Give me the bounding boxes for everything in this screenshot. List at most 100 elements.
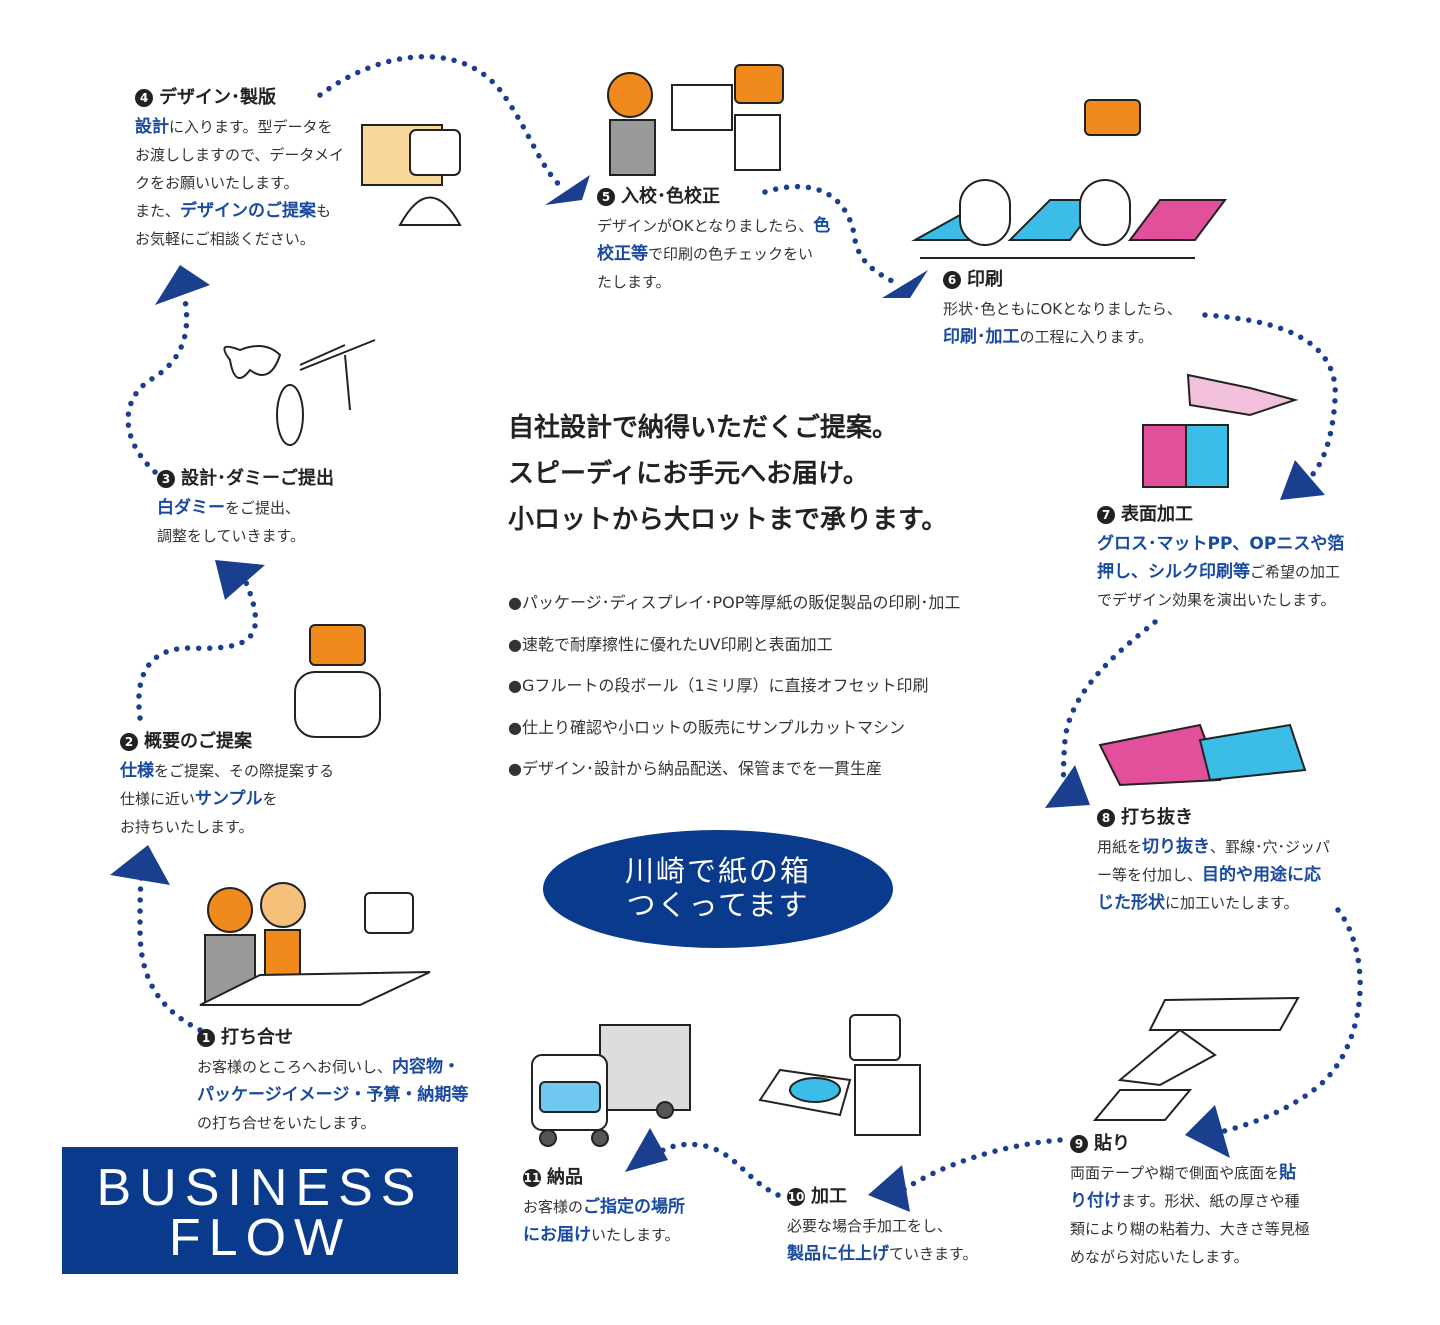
step-description-line: お気軽にご相談ください。 xyxy=(135,225,344,253)
arrow-icon xyxy=(1045,765,1090,808)
step-number-badge: 9 xyxy=(1070,1135,1088,1153)
description-text: 用紙を xyxy=(1097,838,1143,856)
step-title-text: 打ち合せ xyxy=(221,1027,293,1048)
tagline-line: つくってます xyxy=(626,888,810,922)
description-text: で印刷の色チェックをい xyxy=(648,245,814,263)
headline-line: スピーディにお手元へお届け。 xyxy=(508,459,869,489)
description-text: お渡ししますので、データメイ xyxy=(135,146,344,164)
robot-meeting-illustration xyxy=(364,892,414,934)
step-description-line: お客様のところへお伺いし、内容物・ xyxy=(197,1053,468,1081)
highlight-text: じた形状 xyxy=(1097,893,1165,913)
step-title: 8 打ち抜き xyxy=(1097,805,1330,831)
step-number-badge: 11 xyxy=(523,1169,541,1187)
description-text: めながら対応いたします。 xyxy=(1070,1248,1249,1266)
dragonfly-illustration xyxy=(299,339,376,411)
step-title-text: デザイン･製版 xyxy=(159,87,276,108)
highlight-text: にお届け xyxy=(523,1225,591,1245)
step-description-line: 仕様に近いサンプルを xyxy=(120,785,334,813)
highlight-text: り付け xyxy=(1070,1191,1121,1211)
description-text: 必要な場合手加工をし、 xyxy=(787,1217,953,1235)
description-text: クをお願いいたします。 xyxy=(135,174,299,192)
robot-reading-illustration xyxy=(309,624,366,666)
step-number-badge: 1 xyxy=(197,1029,215,1047)
description-text: お持ちいたします。 xyxy=(120,818,254,836)
step-title-text: 打ち抜き xyxy=(1121,807,1193,828)
headline-line: 小ロットから大ロットまで承ります。 xyxy=(508,505,948,535)
arrow-icon xyxy=(110,845,170,885)
step-description-line: の打ち合せをいたします。 xyxy=(197,1109,468,1137)
step-number-badge: 8 xyxy=(1097,809,1115,827)
highlight-text: デザインのご提案 xyxy=(180,201,317,221)
step-description-line: にお届けいたします。 xyxy=(523,1221,685,1249)
description-text: 、罫線･穴･ジッパ xyxy=(1210,838,1331,856)
printing-robot-illustration xyxy=(1084,99,1141,136)
arrow-icon xyxy=(1185,1105,1230,1158)
highlight-text: 押し、シルク印刷等 xyxy=(1097,562,1250,582)
feature-item: ●Gフルートの段ボール（1ミリ厚）に直接オフセット印刷 xyxy=(508,676,929,695)
arrow-icon xyxy=(882,270,928,298)
step-description-line: 用紙を切り抜き、罫線･穴･ジッパ xyxy=(1097,833,1330,861)
description-text: ていきます。 xyxy=(889,1245,978,1263)
description-text: ご希望の加工 xyxy=(1250,563,1341,581)
step-title-text: 印刷 xyxy=(967,269,1003,290)
description-text: いたします。 xyxy=(591,1226,680,1244)
description-text: お客様のところへお伺いし、 xyxy=(197,1058,393,1076)
step-description-line: デザインがOKとなりましたら、色 xyxy=(597,212,830,240)
highlight-text: 色 xyxy=(813,216,831,236)
step-title-text: 加工 xyxy=(811,1186,847,1207)
description-text: 両面テープや糊で側面や底面を xyxy=(1070,1164,1280,1182)
butterfly-sheet-illustration xyxy=(671,84,733,131)
step-description-line: 校正等で印刷の色チェックをい xyxy=(597,240,830,268)
description-text: をご提案、その際提案する xyxy=(154,762,335,780)
step-description-line: 両面テープや糊で側面や底面を貼 xyxy=(1070,1159,1310,1187)
step-description-line: お客様のご指定の場所 xyxy=(523,1193,685,1221)
highlight-text: 印刷･加工 xyxy=(943,327,1020,347)
description-text: に加工いたします。 xyxy=(1165,894,1299,912)
highlight-text: 貼 xyxy=(1279,1163,1297,1183)
highlight-text: 切り抜き xyxy=(1142,837,1211,857)
step-title-text: 設計･ダミーご提出 xyxy=(181,468,334,489)
highlight-text: サンプル xyxy=(195,789,263,809)
highlight-text: 目的や用途に応 xyxy=(1202,865,1322,885)
truck-illustration xyxy=(599,1024,691,1111)
feature-list: ●パッケージ･ディスプレイ･POP等厚紙の販促製品の印刷･加工 ●速乾で耐摩擦性… xyxy=(508,582,960,790)
feature-item: ●デザイン･設計から納品配送、保管までを一貫生産 xyxy=(508,759,882,778)
step-number-badge: 5 xyxy=(597,188,615,206)
description-text: 類により糊の粘着力、大きさ等見極 xyxy=(1070,1220,1310,1238)
step-description-line: お持ちいたします。 xyxy=(120,813,334,841)
step-description-line: 印刷･加工の工程に入ります。 xyxy=(943,323,1182,351)
description-text: お気軽にご相談ください。 xyxy=(135,230,315,248)
description-text: をご提出、 xyxy=(225,499,301,517)
step-title-text: 入校･色校正 xyxy=(621,186,720,207)
step-description-line: 必要な場合手加工をし、 xyxy=(787,1212,978,1240)
step-description-line: 形状･色ともにOKとなりましたら、 xyxy=(943,295,1182,323)
description-text: 調整をしていきます。 xyxy=(157,527,306,545)
description-text: も xyxy=(316,202,332,220)
step-title-text: 納品 xyxy=(547,1167,583,1188)
description-text: たします。 xyxy=(597,273,671,291)
step-title-text: 貼り xyxy=(1094,1133,1130,1154)
highlight-text: 校正等 xyxy=(597,244,648,264)
diecut-illustration xyxy=(1098,723,1222,787)
step-description-line: 調整をしていきます。 xyxy=(157,522,334,550)
highlight-text: 製品に仕上げ xyxy=(787,1244,889,1264)
feature-item: ●仕上り確認や小ロットの販売にサンプルカットマシン xyxy=(508,717,906,737)
step-number-badge: 3 xyxy=(157,470,175,488)
step-description-line: また、デザインのご提案も xyxy=(135,197,344,225)
description-text: ー等を付加し、 xyxy=(1097,866,1203,884)
step-title: 5 入校･色校正 xyxy=(597,184,830,210)
step-description-line: たします。 xyxy=(597,268,830,296)
customer-illustration xyxy=(207,887,253,933)
